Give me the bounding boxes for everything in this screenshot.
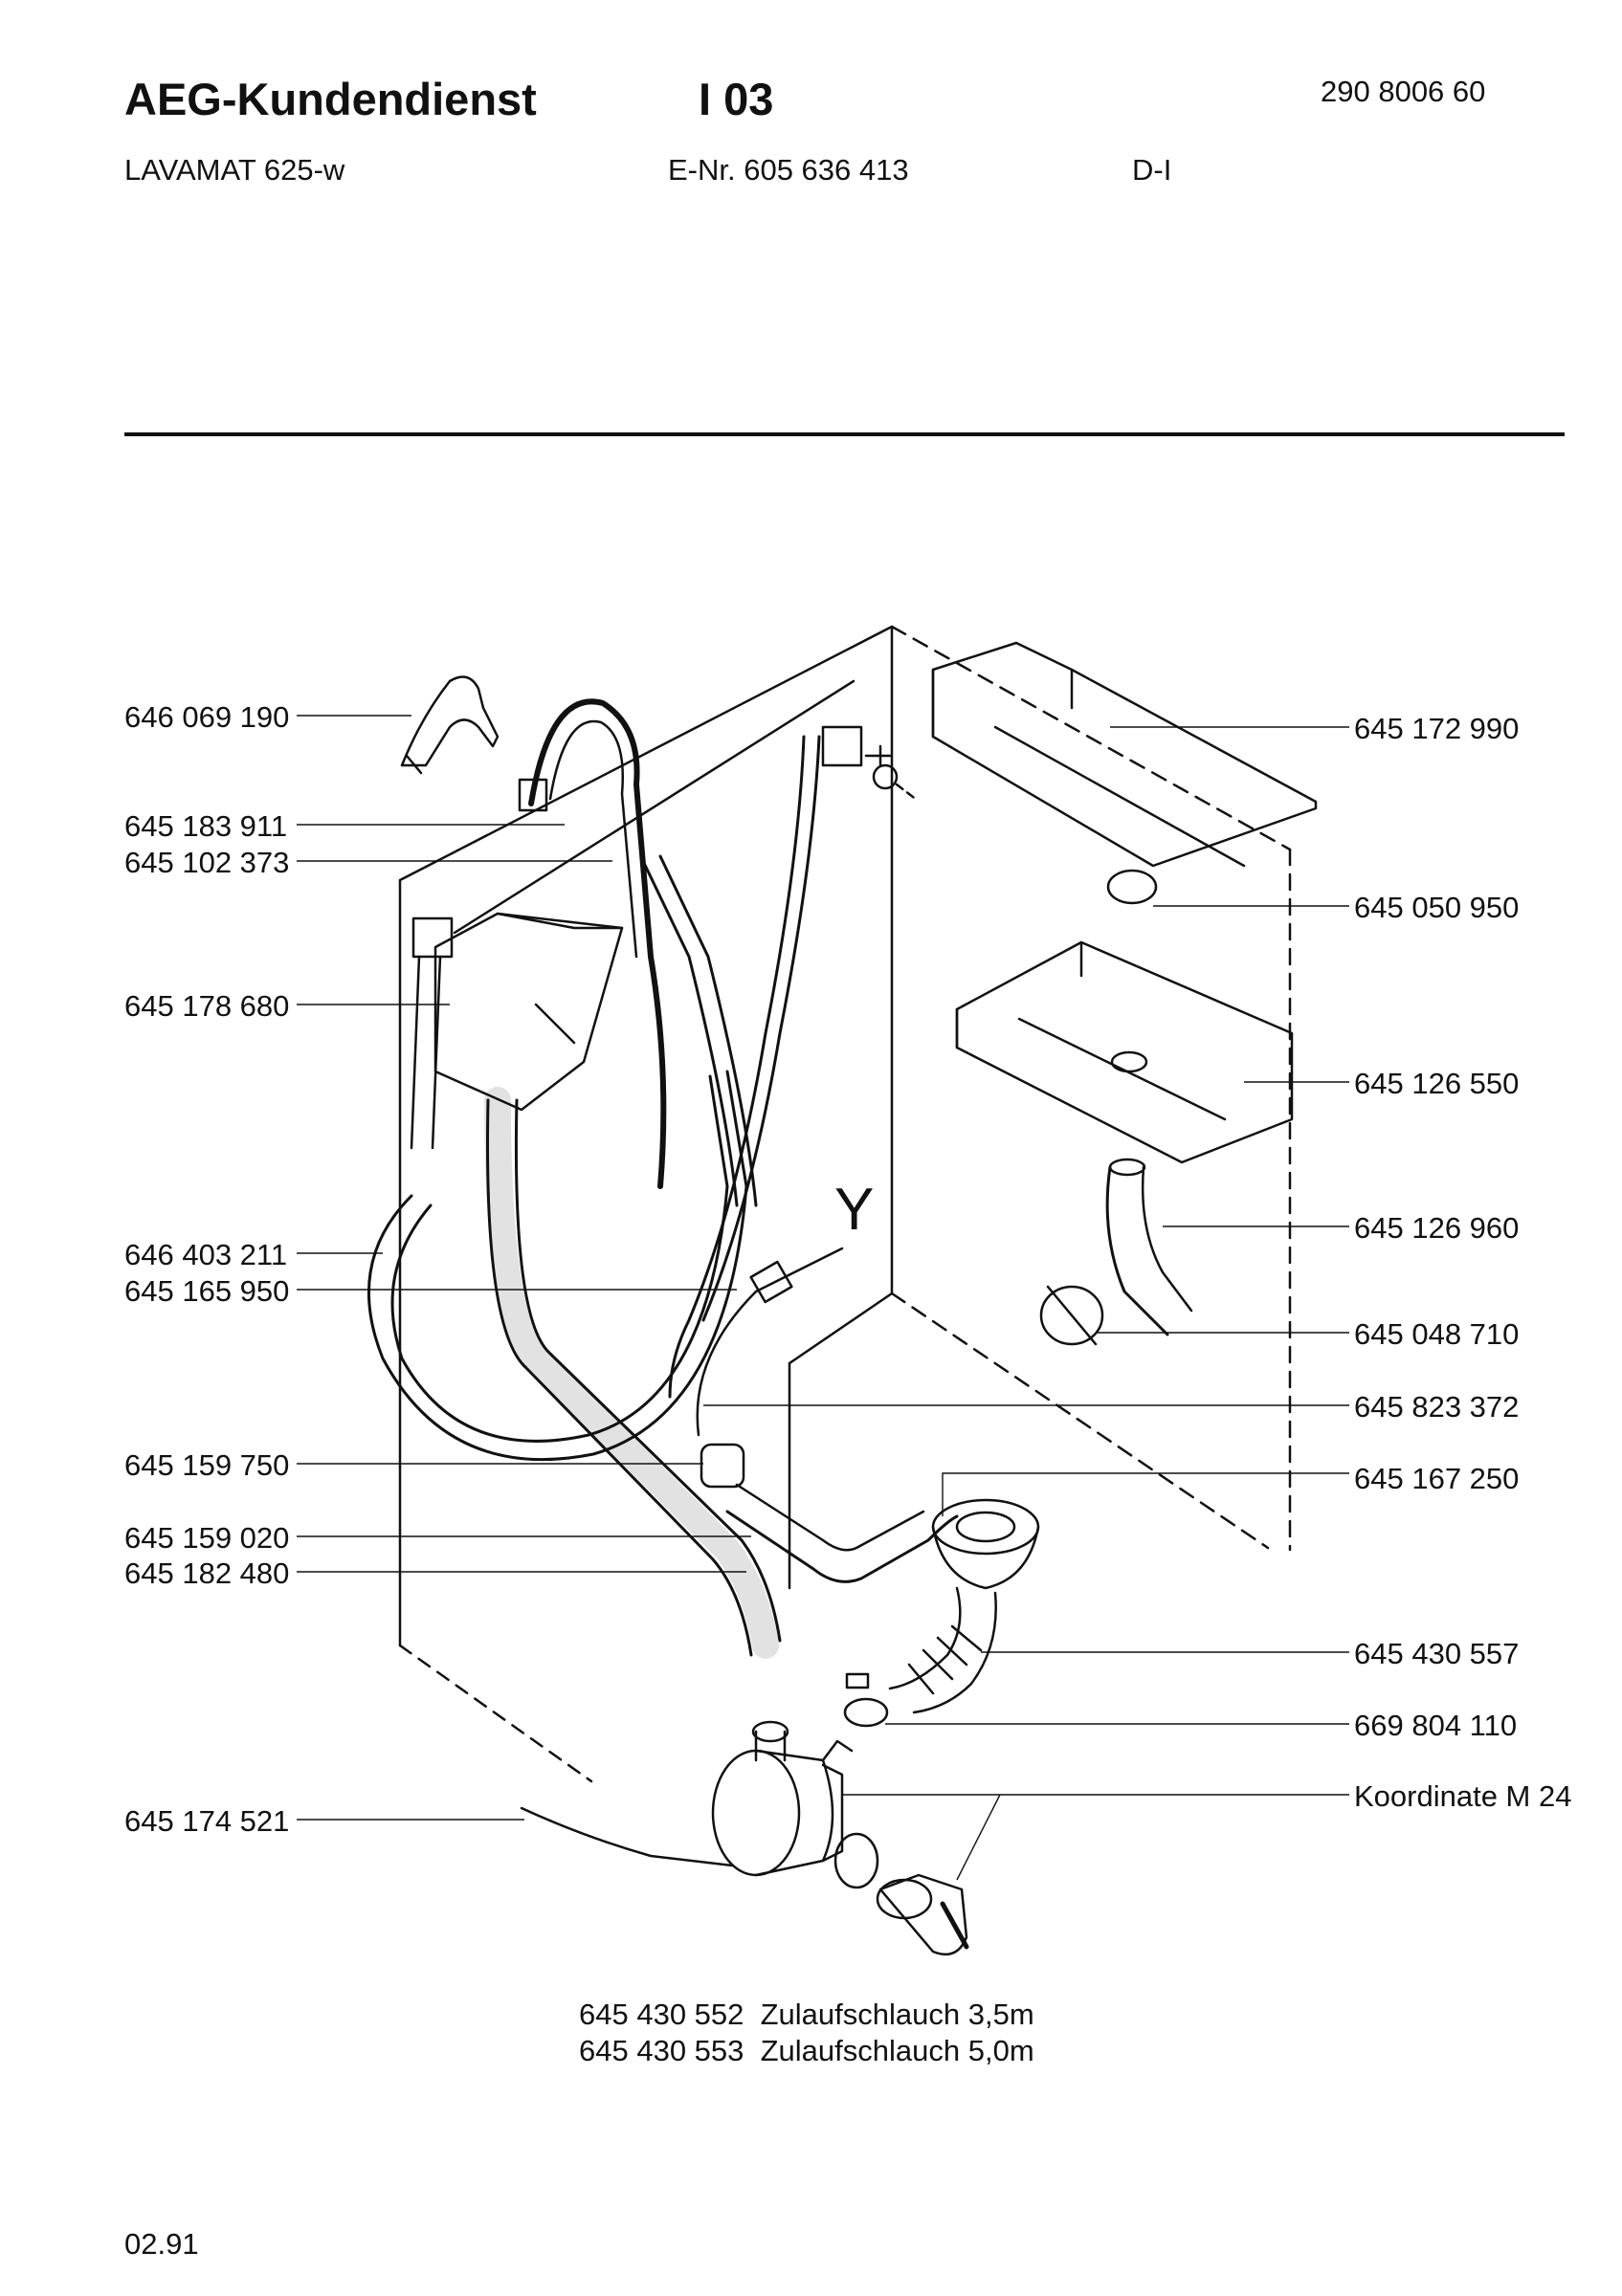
- drain-funnel: [931, 1498, 1040, 1590]
- cabinet-outline: [398, 625, 1292, 1783]
- elbow-hose: [1105, 1158, 1193, 1336]
- valve-fitting: [821, 725, 919, 802]
- document-number: 290 8006 60: [1321, 75, 1486, 108]
- part-number-left: 645 102 373: [124, 846, 290, 879]
- dispenser-drawer: [931, 641, 1318, 868]
- part-number-left: 646 403 211: [124, 1238, 288, 1271]
- part-number-right: 645 126 960: [1354, 1211, 1520, 1245]
- header-rule: [124, 432, 1565, 436]
- part-number-left: 645 159 020: [124, 1521, 290, 1555]
- small-hose: [696, 1247, 844, 1437]
- inlet-valve-block: [410, 912, 624, 1150]
- part-number-right: 645 430 557: [1354, 1637, 1520, 1670]
- leader-r10b: [956, 1794, 1001, 1881]
- long-hoses: [367, 735, 821, 1659]
- hose-clamp-part: [400, 675, 500, 775]
- part-number-left: 645 174 521: [124, 1804, 290, 1838]
- part-number-left: 646 069 190: [124, 700, 290, 734]
- revision-date: 02.91: [124, 2227, 199, 2261]
- part-number-right: 645 167 250: [1354, 1462, 1520, 1495]
- footer-inlet-hose-35: 645 430 552 Zulaufschlauch 3,5m: [579, 1998, 1034, 2031]
- part-number-right: 645 172 990: [1354, 712, 1520, 745]
- grommet: [700, 1443, 745, 1489]
- part-number-left: 645 178 680: [124, 989, 290, 1023]
- part-number-right: 645 126 550: [1354, 1067, 1520, 1100]
- drain-pump: [711, 1720, 879, 1889]
- seal-ring: [1106, 869, 1158, 905]
- part-number-right: 645 823 372: [1354, 1390, 1520, 1424]
- part-number-right: 645 050 950: [1354, 891, 1520, 924]
- brand-title: AEG-Kundendienst: [124, 74, 537, 124]
- part-number-right: 645 048 710: [1354, 1317, 1520, 1351]
- wire: [520, 1806, 734, 1867]
- hose-clip: [1039, 1285, 1104, 1346]
- part-number-left: 645 165 950: [124, 1274, 290, 1308]
- e-number: E-Nr. 605 636 413: [668, 153, 909, 187]
- section-code: I 03: [699, 74, 774, 124]
- language-code: D-I: [1132, 153, 1172, 187]
- hose-clamp-ring: [843, 1672, 889, 1728]
- part-number-left: 645 159 750: [124, 1448, 290, 1482]
- leader-r7: [942, 1472, 1349, 1516]
- model-name: LAVAMAT 625-w: [124, 153, 345, 187]
- part-number-right: Koordinate M 24: [1354, 1779, 1572, 1813]
- drain-hose-arc: [518, 698, 667, 1189]
- part-number-left: 645 182 480: [124, 1556, 290, 1590]
- rod: [453, 679, 855, 935]
- part-number-right: 669 804 110: [1354, 1709, 1518, 1742]
- drain-connector-hose: [725, 1483, 959, 1583]
- part-number-left: 645 183 911: [124, 809, 288, 843]
- diagram-label-y: Y: [834, 1177, 874, 1243]
- filter-plug: [876, 1873, 969, 1956]
- dispenser-tray: [955, 940, 1294, 1164]
- footer-inlet-hose-50: 645 430 553 Zulaufschlauch 5,0m: [579, 2034, 1034, 2067]
- bellows-hose: [888, 1586, 997, 1714]
